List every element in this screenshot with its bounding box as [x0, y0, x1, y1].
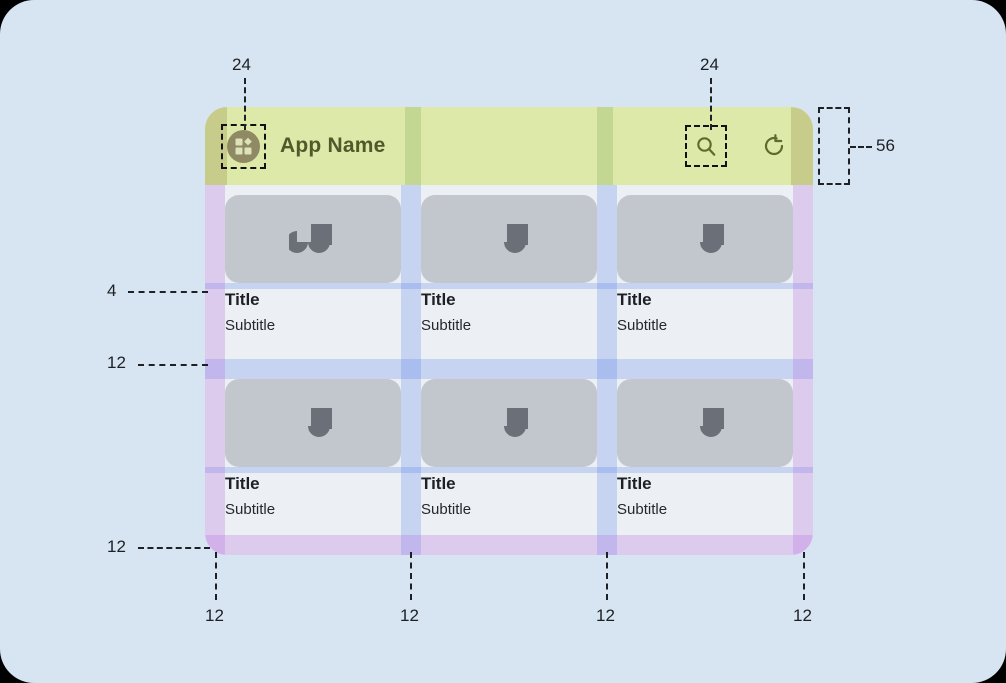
app-bar-content: App Name	[221, 107, 791, 185]
card[interactable]: Title Subtitle	[225, 195, 401, 345]
refresh-icon[interactable]	[761, 133, 787, 159]
annotation-image-title-gap: 4	[107, 281, 117, 300]
card-subtitle: Subtitle	[225, 501, 276, 518]
card-text: Title Subtitle	[421, 473, 597, 521]
card[interactable]: Title Subtitle	[225, 379, 401, 529]
image-placeholder-icon	[225, 195, 401, 283]
spacing-overlay-column-gutter-2	[597, 185, 617, 555]
annotation-right-padding: 12	[793, 606, 812, 625]
card[interactable]: Title Subtitle	[421, 195, 597, 345]
card-text: Title Subtitle	[225, 473, 401, 521]
apps-grid-icon[interactable]	[221, 123, 266, 169]
card-subtitle: Subtitle	[225, 317, 276, 334]
spacing-overlay-column-gutter-1	[401, 185, 421, 555]
card-title: Title	[617, 290, 652, 309]
search-icon[interactable]	[685, 125, 727, 167]
card-text: Title Subtitle	[225, 289, 401, 337]
appbar-gutter-1	[405, 107, 421, 185]
image-placeholder-icon	[225, 379, 401, 467]
leader-line-column-gutter-1	[410, 552, 412, 600]
annotation-bottom-padding: 12	[107, 537, 126, 556]
annotation-row-gap: 12	[107, 353, 126, 372]
app-title: App Name	[280, 134, 386, 157]
card-subtitle: Subtitle	[421, 317, 472, 334]
leader-line-column-gutter-2	[606, 552, 608, 600]
card[interactable]: Title Subtitle	[617, 379, 793, 529]
card-text: Title Subtitle	[617, 289, 793, 337]
annotation-left-padding: 12	[205, 606, 224, 625]
image-placeholder-icon	[421, 195, 597, 283]
measure-box-appbar-height	[818, 107, 850, 185]
annotation-menu-icon-size: 24	[232, 55, 251, 74]
card-text: Title Subtitle	[617, 473, 793, 521]
spacing-overlay-row-gap	[205, 359, 813, 379]
card-title: Title	[421, 474, 456, 493]
leader-line-bottom-padding	[138, 547, 210, 549]
spacing-overlay-padding-left	[205, 185, 225, 555]
card[interactable]: Title Subtitle	[421, 379, 597, 529]
card-title: Title	[225, 290, 260, 309]
card-title: Title	[225, 474, 260, 493]
annotation-column-gutter-1: 12	[400, 606, 419, 625]
card-grid: Title Subtitle Title Subtitle	[205, 185, 813, 555]
card-text: Title Subtitle	[421, 289, 597, 337]
spacing-overlay-padding-right	[793, 185, 813, 555]
card-title: Title	[421, 290, 456, 309]
leader-line-image-title-gap	[128, 291, 208, 293]
appbar-padding-right	[791, 107, 813, 185]
card-subtitle: Subtitle	[617, 317, 668, 334]
card-subtitle: Subtitle	[421, 501, 472, 518]
annotation-search-icon-size: 24	[700, 55, 719, 74]
leader-line-appbar-height	[850, 146, 872, 148]
annotation-column-gutter-2: 12	[596, 606, 615, 625]
image-placeholder-icon	[617, 195, 793, 283]
app-bar: App Name	[205, 107, 813, 185]
image-placeholder-icon	[421, 379, 597, 467]
appbar-gutter-2	[597, 107, 613, 185]
annotation-appbar-height: 56	[876, 136, 895, 155]
app-frame: App Name	[205, 107, 813, 555]
leader-line-search-icon	[710, 78, 712, 130]
leader-line-row-gap	[138, 364, 208, 366]
spacing-overlay-padding-bottom	[205, 535, 813, 555]
image-placeholder-icon	[617, 379, 793, 467]
card[interactable]: Title Subtitle	[617, 195, 793, 345]
leader-line-left-padding	[215, 552, 217, 600]
card-title: Title	[617, 474, 652, 493]
leader-line-right-padding	[803, 552, 805, 600]
card-subtitle: Subtitle	[617, 501, 668, 518]
leader-line-menu-icon	[244, 78, 246, 130]
